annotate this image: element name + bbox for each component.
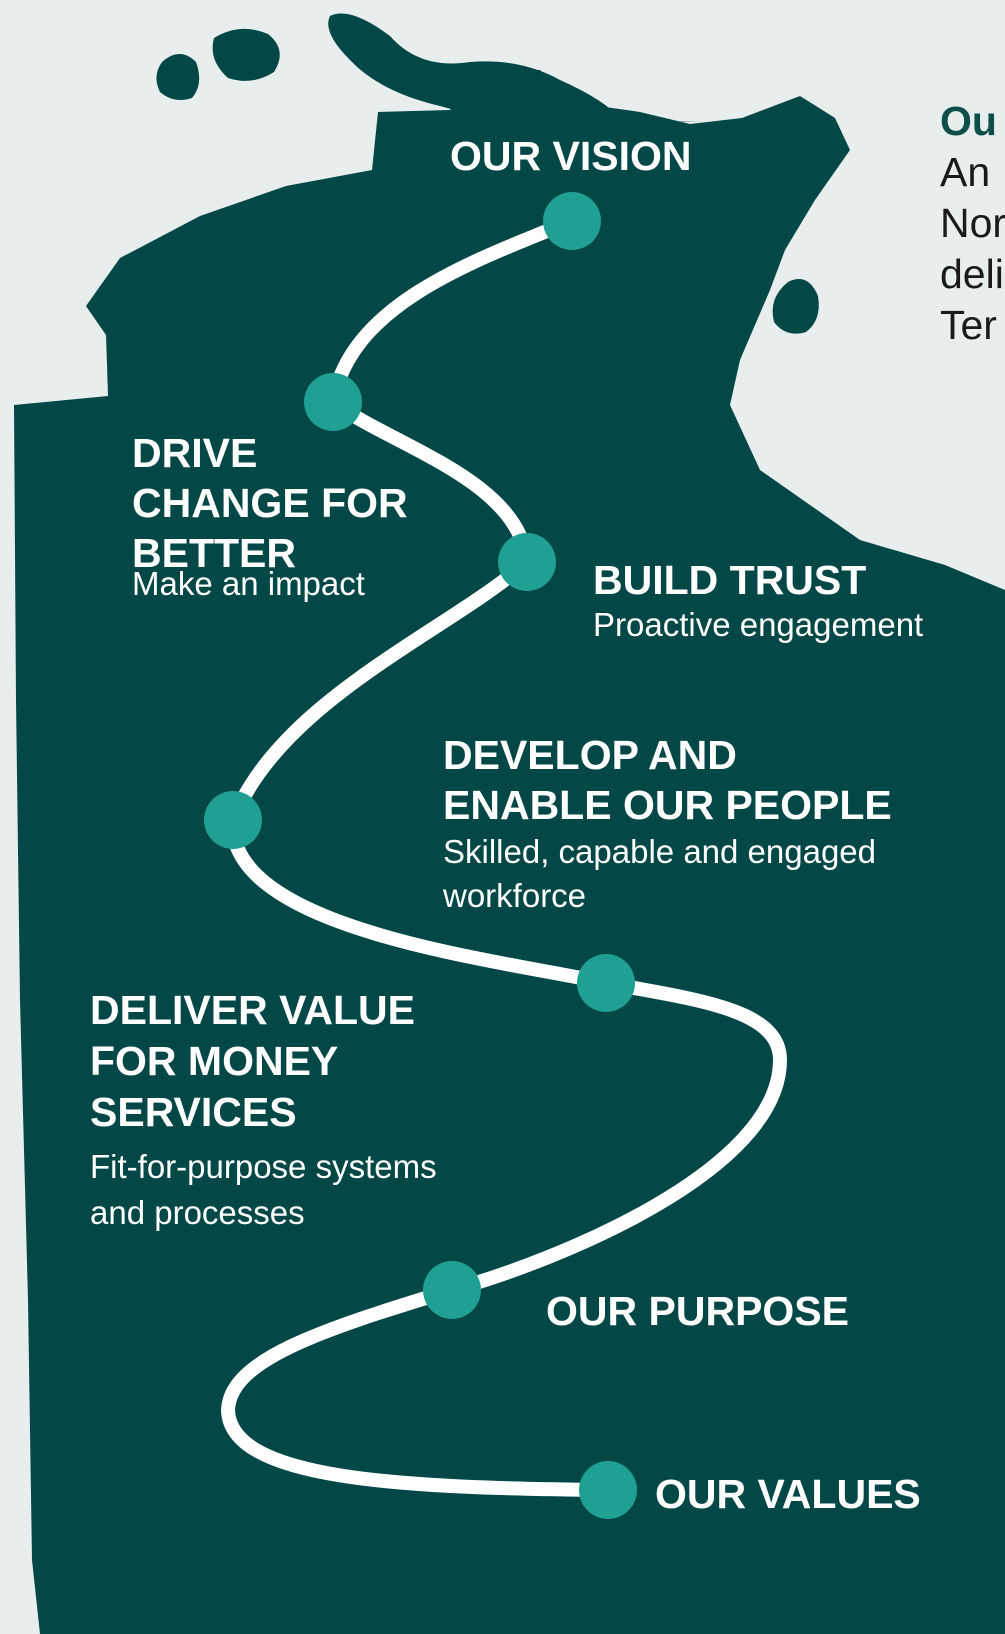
stop-values-heading: OUR VALUES	[655, 1471, 921, 1517]
vision-panel: Ou An Nor deli Ter	[940, 95, 1005, 351]
stop-develop-people-sub: Skilled, capable and engaged workforce	[443, 833, 877, 914]
territory-top-tongue	[328, 13, 700, 123]
node-develop-people	[204, 791, 262, 849]
node-deliver-value	[577, 954, 635, 1012]
stop-deliver-value-sub: Fit-for-purpose systems and processes	[90, 1148, 437, 1231]
stop-deliver-value-heading: DELIVER VALUE FOR MONEY SERVICES	[90, 987, 415, 1135]
stop-drive-change-sub: Make an impact	[132, 565, 365, 602]
stop-build-trust-sub: Proactive engagement	[593, 606, 924, 643]
stop-drive-change-heading: DRIVE CHANGE FOR BETTER	[132, 430, 408, 576]
stop-purpose-heading: OUR PURPOSE	[546, 1288, 849, 1334]
node-vision	[543, 192, 601, 250]
island-left	[156, 54, 200, 100]
vision-panel-title: Ou	[940, 98, 997, 144]
stop-develop-people-heading: DEVELOP AND ENABLE OUR PEOPLE	[443, 732, 892, 828]
node-build-trust	[498, 533, 556, 591]
node-purpose	[423, 1261, 481, 1319]
stop-values: OUR VALUES	[655, 1468, 921, 1520]
stop-purpose: OUR PURPOSE	[546, 1285, 849, 1337]
node-values	[579, 1461, 637, 1519]
island-middle	[212, 28, 280, 81]
journey-nodes	[204, 192, 637, 1519]
stop-vision: OUR VISION	[450, 130, 691, 182]
stop-vision-heading: OUR VISION	[450, 133, 692, 179]
stop-build-trust-heading: BUILD TRUST	[593, 557, 867, 603]
territory-map	[14, 13, 1005, 1634]
stop-build-trust: BUILD TRUST Proactive engagement	[593, 554, 923, 648]
island-right	[772, 279, 819, 334]
territory-landmass	[14, 70, 1005, 1634]
node-drive-change	[304, 373, 362, 431]
stop-deliver-value: DELIVER VALUE FOR MONEY SERVICES Fit-for…	[90, 985, 437, 1236]
stop-drive-change: DRIVE CHANGE FOR BETTER Make an impact	[132, 428, 408, 604]
stop-develop-people: DEVELOP AND ENABLE OUR PEOPLE Skilled, c…	[443, 730, 892, 918]
vision-panel-body: An Nor deli Ter	[940, 149, 1005, 348]
